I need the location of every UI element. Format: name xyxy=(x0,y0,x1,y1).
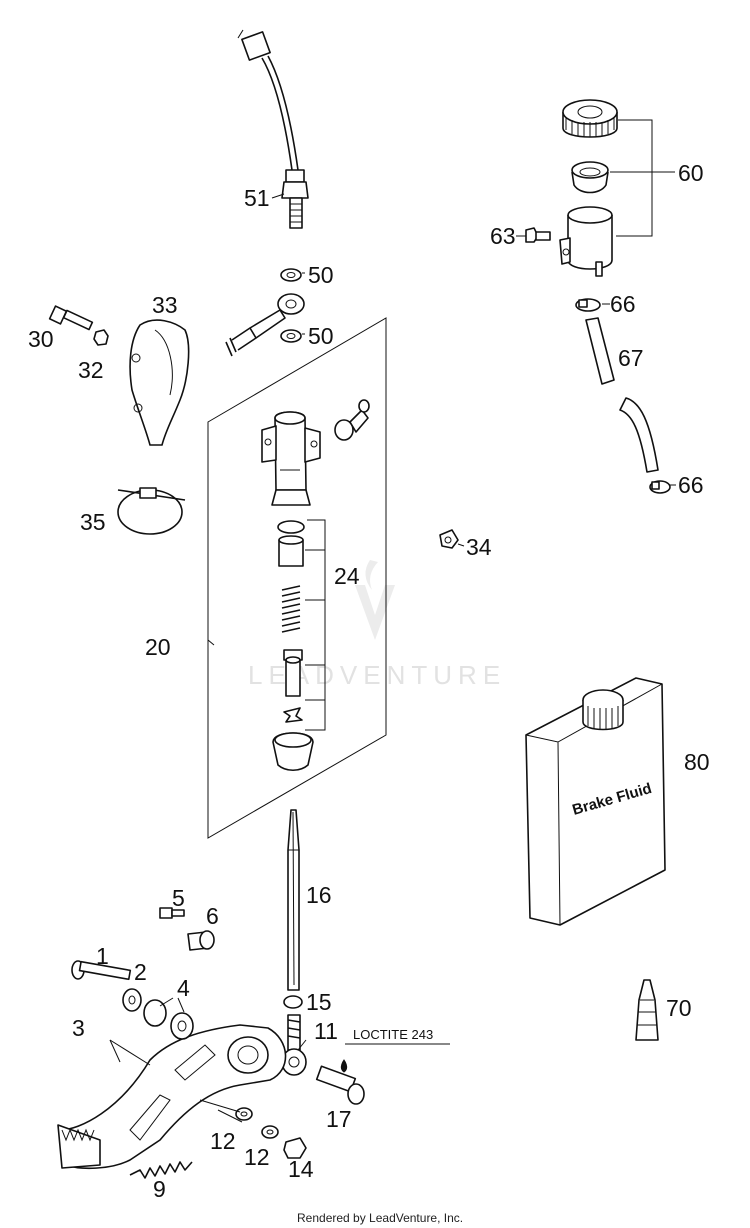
hose-clamp-upper[interactable] xyxy=(575,298,601,312)
callout-17: 17 xyxy=(326,1106,352,1132)
clevis-bolt[interactable] xyxy=(315,1065,365,1105)
sealing-washers[interactable] xyxy=(280,268,302,343)
return-spring[interactable] xyxy=(129,1161,193,1179)
hose-clamp-lower[interactable] xyxy=(649,480,671,494)
callout-14: 14 xyxy=(288,1156,314,1182)
hose-elbow-fitting[interactable] xyxy=(334,399,370,441)
brake-fluid-container[interactable]: Brake Fluid xyxy=(525,677,666,926)
pedal-bushings[interactable] xyxy=(143,999,194,1040)
piston-kit[interactable] xyxy=(272,520,314,772)
master-cylinder-assembly-frame xyxy=(207,317,387,839)
callout-labels: 51 50 50 33 30 32 35 20 24 60 63 66 67 6… xyxy=(28,160,710,1202)
push-rod-nut[interactable] xyxy=(283,995,303,1009)
callout-1: 1 xyxy=(96,943,109,969)
small-clip[interactable] xyxy=(439,529,459,549)
callout-70: 70 xyxy=(666,995,692,1021)
callout-24: 24 xyxy=(334,563,360,589)
callout-63: 63 xyxy=(490,223,516,249)
callout-50-upper: 50 xyxy=(308,262,334,288)
leader-lines xyxy=(109,193,676,1123)
callout-5: 5 xyxy=(172,885,185,911)
loctite-drop-icon xyxy=(340,1059,348,1073)
callout-4: 4 xyxy=(177,975,190,1001)
brake-hose-banjo[interactable] xyxy=(225,293,305,357)
reservoir-screw[interactable] xyxy=(525,227,551,243)
reservoir-diaphragm[interactable] xyxy=(571,161,609,194)
push-rod[interactable] xyxy=(287,809,300,991)
brake-pedal[interactable] xyxy=(57,1024,287,1170)
master-cylinder-body[interactable] xyxy=(261,411,321,506)
pedal-washer[interactable] xyxy=(122,988,142,1012)
pedal-bolt[interactable] xyxy=(71,960,132,981)
callout-60: 60 xyxy=(678,160,704,186)
piston-kit-bracket xyxy=(305,519,326,731)
breather-hose[interactable] xyxy=(585,317,659,473)
callout-11: 11 xyxy=(314,1018,338,1044)
clevis[interactable] xyxy=(281,1014,307,1076)
footer-credit: Rendered by LeadVenture, Inc. xyxy=(297,1211,463,1225)
cover-bolt[interactable] xyxy=(48,305,94,331)
callout-66-lower: 66 xyxy=(678,472,704,498)
callout-34: 34 xyxy=(466,534,492,560)
cable-tie[interactable] xyxy=(117,487,186,535)
pivot-nut[interactable] xyxy=(283,1137,307,1159)
callout-3: 3 xyxy=(72,1015,85,1041)
loctite-bottle[interactable] xyxy=(635,979,659,1041)
pedal-stop-screw[interactable] xyxy=(159,907,185,919)
callout-20: 20 xyxy=(145,634,171,660)
callout-16: 16 xyxy=(306,882,332,908)
reservoir-bracket xyxy=(616,119,653,237)
cover-nut[interactable] xyxy=(93,329,109,346)
reservoir-body[interactable] xyxy=(559,206,613,277)
brake-light-switch[interactable] xyxy=(237,29,309,229)
master-cylinder-cover[interactable] xyxy=(129,319,190,446)
callout-12-left: 12 xyxy=(210,1128,236,1154)
callout-33: 33 xyxy=(152,292,178,318)
pedal-stop-bushing[interactable] xyxy=(187,930,215,951)
callout-80: 80 xyxy=(684,749,710,775)
pivot-washers[interactable] xyxy=(235,1107,279,1139)
callout-9: 9 xyxy=(153,1176,166,1202)
callout-67: 67 xyxy=(618,345,644,371)
callout-66-upper: 66 xyxy=(610,291,636,317)
callout-12-right: 12 xyxy=(244,1144,270,1170)
reservoir-cap[interactable] xyxy=(562,99,618,138)
callout-15: 15 xyxy=(306,989,332,1015)
callout-32: 32 xyxy=(78,357,104,383)
callout-30: 30 xyxy=(28,326,54,352)
loctite-note: LOCTITE 243 xyxy=(353,1027,433,1042)
callout-6: 6 xyxy=(206,903,219,929)
callout-50-lower: 50 xyxy=(308,323,334,349)
callout-35: 35 xyxy=(80,509,106,535)
callout-2: 2 xyxy=(134,959,147,985)
callout-51: 51 xyxy=(244,185,270,211)
